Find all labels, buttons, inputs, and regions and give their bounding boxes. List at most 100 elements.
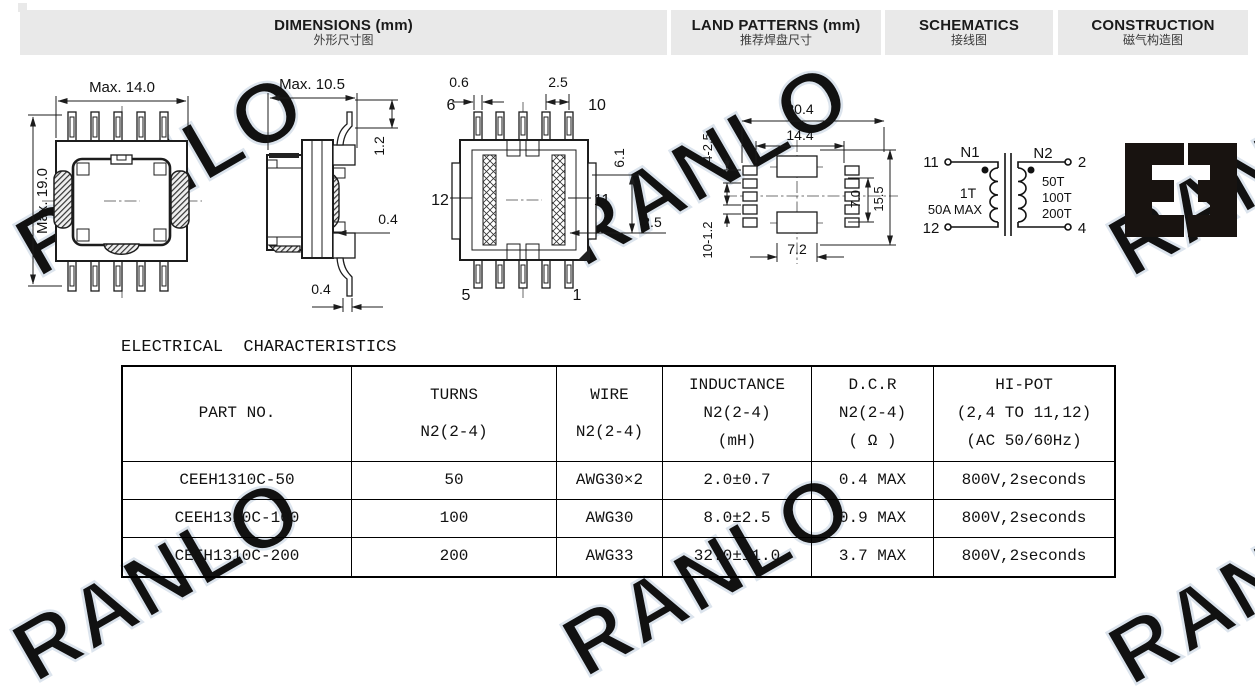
- cell-value: CEEH1310C-50: [179, 470, 295, 489]
- cell-value: 800V,2seconds: [961, 508, 1087, 527]
- header-title: SCHEMATICS: [918, 16, 1020, 34]
- side-lead-thickness-dim: 0.4: [311, 281, 331, 297]
- header-line: TURNS: [429, 385, 478, 404]
- pin-pitch-dim: 2.5: [548, 74, 568, 90]
- cell-value: 200: [439, 547, 469, 566]
- schematic-pin-11: 11: [923, 154, 939, 171]
- header-subtitle: 外形尺寸图: [313, 33, 374, 48]
- cell-dcr: 0.9 MAX: [812, 500, 934, 538]
- construction-drawing: [1125, 143, 1237, 237]
- header-title: LAND PATTERNS (mm): [691, 16, 861, 34]
- table-title: ELECTRICAL CHARACTERISTICS: [121, 338, 397, 357]
- side-view-drawing: Max. 10.5 1.: [266, 76, 398, 312]
- cell-value: CEEH1310C-100: [174, 508, 300, 527]
- pin-number-11: 11: [594, 192, 611, 209]
- cell-value: AWG33: [585, 547, 634, 566]
- header-section-construction: CONSTRUCTION 磁气构造图: [1058, 10, 1248, 55]
- cell-turns: 200: [352, 538, 557, 576]
- header-line: N2(2-4): [575, 422, 644, 441]
- cell-value: AWG30: [585, 508, 634, 527]
- cell-value: 2.0±0.7: [703, 470, 771, 489]
- primary-turns-label: 1T: [960, 185, 977, 201]
- header-line: INDUCTANCE: [688, 376, 785, 395]
- cell-value: 32.0±11.0: [693, 547, 781, 566]
- header-line: HI-POT: [995, 376, 1053, 395]
- land-pads-size-dim: 10-1.2: [700, 222, 715, 259]
- cell-value: AWG30×2: [575, 470, 644, 489]
- pin-number-1: 1: [573, 287, 582, 304]
- land-center-dim: 7.0: [848, 190, 863, 208]
- column-header-hipot: HI-POT (2,4 TO 11,12) (AC 50/60Hz): [934, 367, 1114, 462]
- cell-hipot: 800V,2seconds: [934, 462, 1114, 500]
- header-line: ( Ω ): [848, 432, 897, 451]
- cell-inductance: 32.0±11.0: [663, 538, 812, 576]
- column-header-turns: TURNS N2(2-4): [352, 367, 557, 462]
- primary-rating-label: 50A MAX: [928, 202, 983, 217]
- cell-value: 0.4 MAX: [838, 470, 907, 489]
- cell-turns: 50: [352, 462, 557, 500]
- land-pads-pitch-dim: 4-2.5: [700, 133, 715, 163]
- e-core-left: [1125, 143, 1184, 237]
- cell-value: CEEH1310C-200: [174, 547, 300, 566]
- watermark-text: RANLO: [1093, 462, 1255, 686]
- schematic-pin-12: 12: [923, 220, 940, 237]
- cell-part-no: CEEH1310C-200: [123, 538, 352, 576]
- cell-value: 100: [439, 508, 469, 527]
- header-section-schematics: SCHEMATICS 接线图: [885, 10, 1053, 55]
- header-line: N2(2-4): [838, 404, 907, 423]
- header-line: (mH): [717, 432, 757, 451]
- header-line: D.C.R: [848, 376, 897, 395]
- side-width-dim: Max. 10.5: [279, 76, 345, 93]
- column-header-dcr: D.C.R N2(2-4) ( Ω ): [812, 367, 934, 462]
- column-header-inductance: INDUCTANCE N2(2-4) (mH): [663, 367, 812, 462]
- pin-number-5: 5: [462, 287, 471, 304]
- schematic-drawing: 11 12 2 4 N1 N2 1T 50A MAX 50T 100T 200T: [923, 144, 1087, 237]
- cell-hipot: 800V,2seconds: [934, 500, 1114, 538]
- header-line: N2(2-4): [703, 404, 771, 423]
- land-total-dim: 15.5: [871, 186, 886, 211]
- cell-hipot: 800V,2seconds: [934, 538, 1114, 576]
- electrical-characteristics-table: PART NO. TURNS N2(2-4) WIRE N2(2-4) INDU…: [121, 365, 1116, 578]
- pin-width-dim: 0.6: [449, 74, 469, 90]
- cell-value: 800V,2seconds: [961, 470, 1087, 489]
- cell-inductance: 2.0±0.7: [663, 462, 812, 500]
- cell-wire: AWG33: [557, 538, 663, 576]
- polarity-dot-secondary: [1027, 166, 1035, 174]
- side-standoff-dim: 0.4: [378, 211, 398, 227]
- front-width-dim: Max. 14.0: [89, 79, 155, 96]
- bottom-view-drawing: 0.6 2.5 6 10 12 11 5 1 6.1 2.5: [431, 74, 666, 304]
- cell-value: 800V,2seconds: [961, 547, 1087, 566]
- side-lead-height-dim: 1.2: [371, 136, 387, 156]
- header-line: N2(2-4): [420, 422, 488, 441]
- schematic-pin-4: 4: [1078, 220, 1086, 237]
- header-line: PART NO.: [198, 404, 276, 423]
- cell-wire: AWG30: [557, 500, 663, 538]
- secondary-turns-option-3: 200T: [1042, 206, 1072, 221]
- cell-value: 50: [444, 470, 464, 489]
- cell-dcr: 0.4 MAX: [812, 462, 934, 500]
- front-view-drawing: Max. 14.0 Max. 19.0: [28, 79, 202, 298]
- land-inner-width-dim: 14.4: [786, 127, 813, 143]
- pad-dim: 2.5: [642, 214, 662, 230]
- cell-part-no: CEEH1310C-100: [123, 500, 352, 538]
- cell-wire: AWG30×2: [557, 462, 663, 500]
- e-core-right: [1188, 143, 1237, 237]
- header-line: (2,4 TO 11,12): [956, 404, 1092, 423]
- column-header-part-no: PART NO.: [123, 367, 352, 462]
- header-title: DIMENSIONS (mm): [274, 16, 413, 34]
- header-subtitle: 接线图: [950, 33, 987, 48]
- cell-value: 3.7 MAX: [838, 547, 907, 566]
- header-section-dimensions: DIMENSIONS (mm) 外形尺寸图: [20, 10, 667, 55]
- header-line: (AC 50/60Hz): [966, 432, 1082, 451]
- pin-number-10: 10: [588, 97, 606, 114]
- land-pattern-drawing: 20.4 14.4 4-2.5 10-1.2 7.0: [700, 101, 898, 264]
- secondary-turns-option-1: 50T: [1042, 174, 1064, 189]
- header-notch: [18, 3, 27, 12]
- secondary-turns-option-2: 100T: [1042, 190, 1072, 205]
- column-header-wire: WIRE N2(2-4): [557, 367, 663, 462]
- header-subtitle: 磁气构造图: [1122, 33, 1183, 48]
- cell-part-no: CEEH1310C-50: [123, 462, 352, 500]
- header-title: CONSTRUCTION: [1091, 16, 1215, 34]
